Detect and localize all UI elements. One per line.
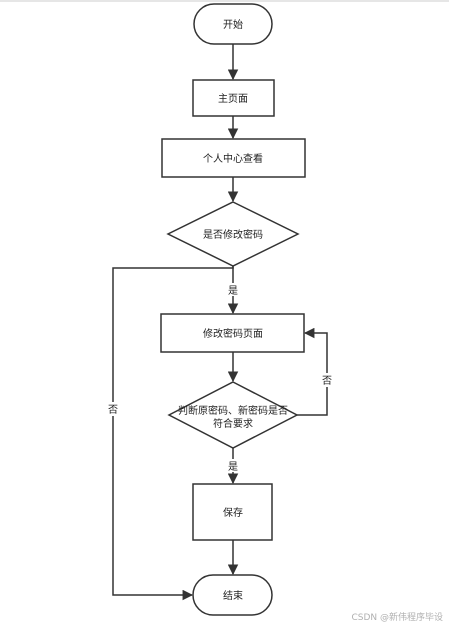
save-node [192,483,273,541]
validate-decision-label-line2: 符合要求 [213,417,253,430]
profile-label: 个人中心查看 [203,152,263,165]
save-label: 保存 [223,506,243,519]
yes2-label-bg [226,459,240,472]
watermark: CSDN @新伟程序毕设 [351,613,443,623]
no-left-label-bg [106,402,120,416]
home-node [192,79,275,117]
top-border-line [0,0,449,2]
edge-decision-no-end [112,266,234,601]
change-password-decision-label: 是否修改密码 [203,228,263,241]
yes1-label: 是 [228,285,238,297]
validate-decision-label-line1: 判断原密码、新密码是否 [178,404,288,417]
no-left-label: 否 [108,404,118,416]
yes1-label-bg [226,283,240,296]
change-page-label: 修改密码页面 [203,327,263,340]
no-right-label: 否 [322,375,332,387]
yes2-label: 是 [228,461,238,473]
home-label: 主页面 [218,93,248,105]
profile-node [161,138,306,178]
end-label: 结束 [223,589,243,602]
start-label: 开始 [223,18,243,31]
no-right-label-bg [320,373,334,387]
